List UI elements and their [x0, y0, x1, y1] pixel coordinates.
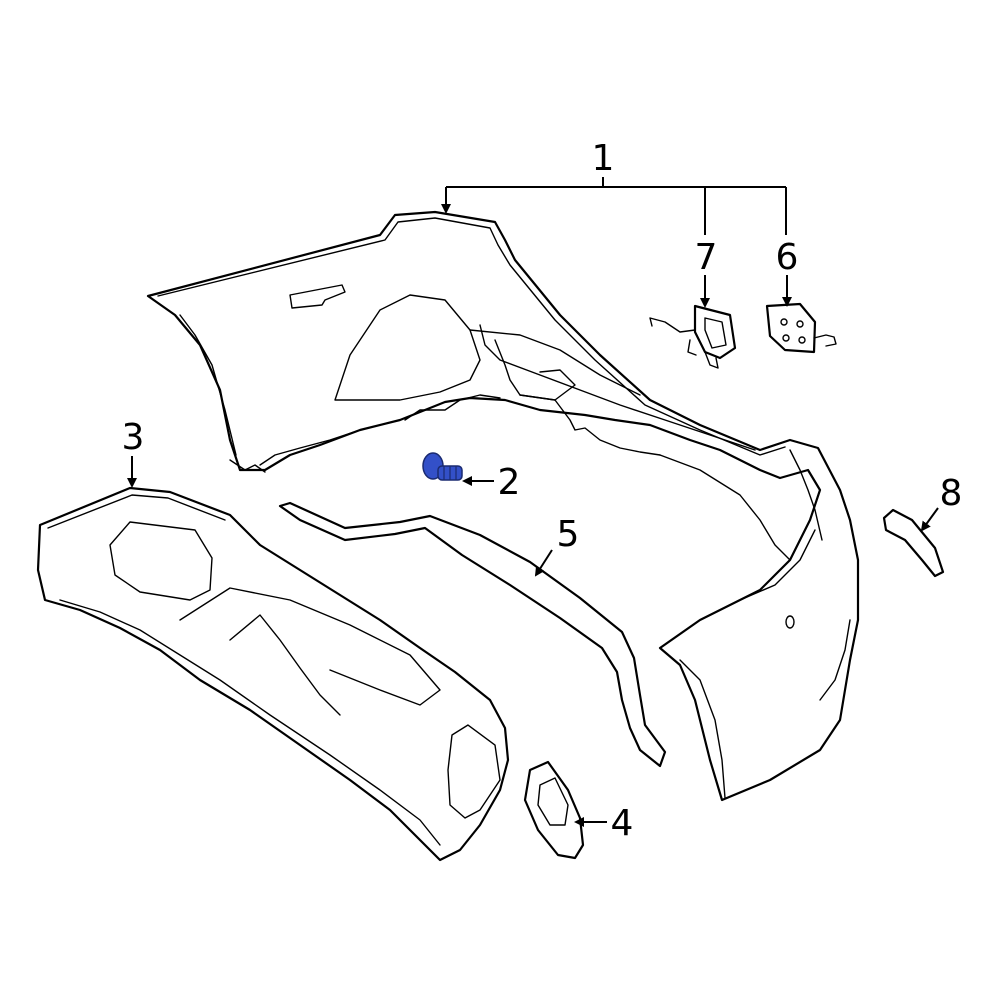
screw: [422, 452, 463, 481]
trim-strip: [278, 501, 667, 768]
emblem-bracket: [523, 760, 585, 860]
callout-2: 2: [498, 462, 521, 503]
callout-7: 7: [695, 237, 718, 278]
callout-8: 8: [940, 473, 963, 514]
callout-1: 1: [592, 138, 615, 179]
lower-valance: [36, 486, 510, 862]
bumper-cover: [146, 210, 860, 802]
callout-6: 6: [776, 237, 799, 278]
side-bracket: [882, 508, 945, 578]
callout-5: 5: [557, 514, 580, 555]
callout-4: 4: [611, 803, 634, 844]
sensor-module: [765, 302, 837, 354]
callout-3: 3: [122, 417, 145, 458]
sensor-bracket: [649, 304, 737, 369]
leader-lines: [127, 177, 939, 827]
